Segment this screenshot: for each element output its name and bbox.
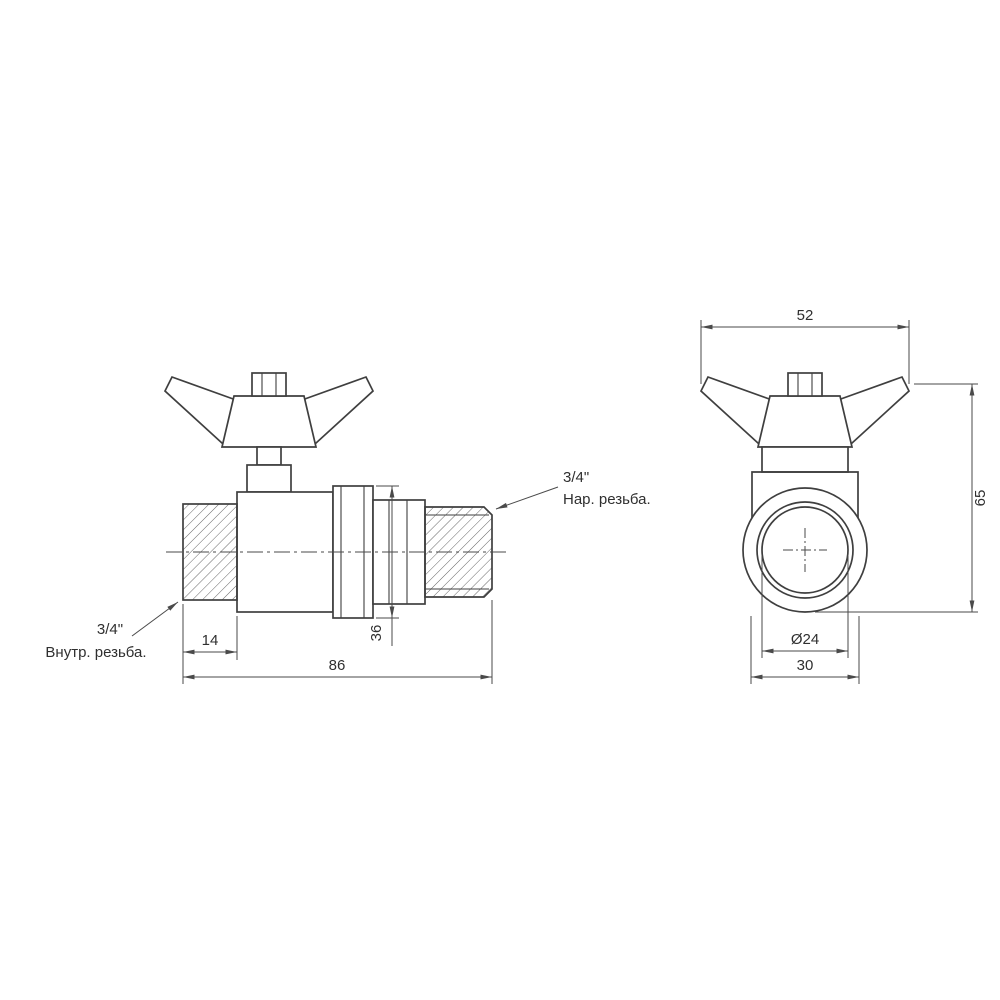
side-dimensions: 14 86 36 xyxy=(182,485,493,684)
outlet-size-text: 3/4" xyxy=(563,469,589,486)
ext-lines-14-86 xyxy=(182,600,493,684)
outlet-thread-callout: 3/4" Нар. резьба. xyxy=(495,469,651,510)
outlet-leader-line xyxy=(495,486,559,510)
valve-body-front xyxy=(742,487,868,613)
stem-collar-front xyxy=(761,446,849,473)
front-dimensions: 52 65 Ø24 30 xyxy=(700,307,989,684)
inlet-thread-callout: 3/4" Внутр. резьба. xyxy=(45,601,179,661)
butterfly-handle-side xyxy=(163,372,375,493)
outlet-thread-text: Нар. резьба. xyxy=(563,491,651,508)
inlet-thread-text: Внутр. резьба. xyxy=(45,644,146,661)
ext-lines-36 xyxy=(376,485,399,619)
butterfly-handle-front xyxy=(699,372,911,520)
dim-30-text: 30 xyxy=(797,657,814,674)
front-view: 52 65 Ø24 30 xyxy=(699,307,989,684)
handle-hub-front xyxy=(756,395,854,448)
male-thread-minor-lines xyxy=(425,514,489,590)
ext-lines-65 xyxy=(815,383,978,613)
dim-52-text: 52 xyxy=(797,307,814,324)
handle-nut-facets xyxy=(261,373,277,396)
dim-36-text: 36 xyxy=(368,625,385,642)
handle-nut-front xyxy=(787,372,823,397)
handle-nut-facets-front xyxy=(797,373,813,396)
valve-body-side xyxy=(166,485,506,619)
handle-nut xyxy=(251,372,287,397)
handle-hub xyxy=(220,395,318,448)
ext-lines-d24 xyxy=(761,556,849,658)
bore-circle xyxy=(761,506,849,594)
side-view: 14 86 36 3/4" Внутр. резьба. 3/4" Нар. р… xyxy=(45,372,651,684)
dim-14-text: 14 xyxy=(202,632,219,649)
dim-d24-text: Ø24 xyxy=(791,631,819,648)
dim-86-text: 86 xyxy=(329,657,346,674)
inlet-size-text: 3/4" xyxy=(97,621,123,638)
gland-nut xyxy=(246,464,292,493)
valve-stem xyxy=(256,446,282,466)
body-shoulder-front xyxy=(751,471,859,520)
thread-circle xyxy=(756,501,854,599)
dim-65-text: 65 xyxy=(972,490,989,507)
ext-lines-30 xyxy=(750,616,860,684)
inlet-leader-line xyxy=(131,601,179,637)
center-cross xyxy=(783,528,827,572)
ext-lines-52 xyxy=(700,320,910,384)
